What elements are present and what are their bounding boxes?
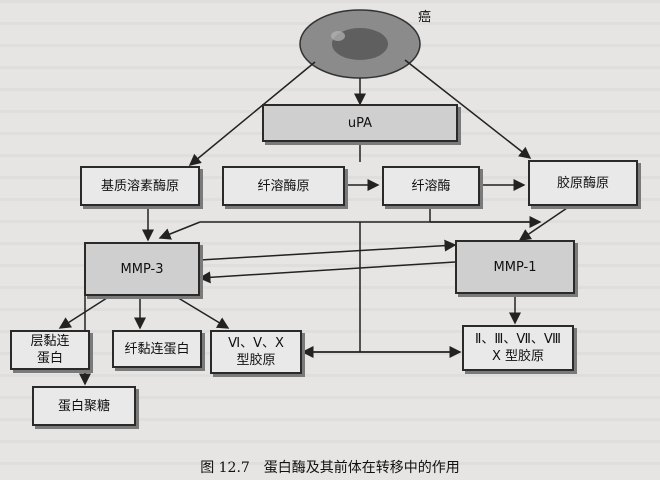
proteoglycan-box: 蛋白聚糖 (32, 386, 136, 426)
figure-caption: 图 12.7 蛋白酶及其前体在转移中的作用 (200, 460, 460, 476)
arrow-mmp3-to-mmp1 (199, 239, 457, 261)
arrow-cancer-to-procollagenase (404, 59, 532, 159)
arrow-plasmin-to-mmp3 (158, 221, 201, 240)
collagen-vi-v-x-label: Ⅵ、Ⅴ、Ⅹ 型胶原 (228, 336, 284, 368)
mmp3-label: MMP-3 (120, 261, 164, 277)
procollagenase-box: 胶原酶原 (528, 160, 638, 206)
matrix-lysin-pro-label: 基质溶素酶原 (100, 178, 179, 194)
procollagenase-label: 胶原酶原 (556, 175, 609, 191)
upa-label: uPA (347, 115, 373, 131)
mmp1-box: MMP-1 (455, 240, 575, 294)
proteoglycan-label: 蛋白聚糖 (57, 398, 110, 414)
laminin-label: 层黏连 蛋白 (30, 334, 70, 366)
laminin-box: 层黏连 蛋白 (10, 330, 90, 370)
upa-box: uPA (262, 104, 458, 142)
cancer-label: 癌 (418, 10, 432, 25)
collagen-ii-iii-vii-viii-x-label: Ⅱ、Ⅲ、Ⅶ、Ⅷ Ⅹ 型胶原 (474, 332, 562, 364)
mmp3-box: MMP-3 (84, 242, 200, 296)
arrow-cancer-to-matrix (188, 61, 316, 166)
plasminogen-label: 纤溶酶原 (257, 178, 310, 194)
collagen-vi-v-x-box: Ⅵ、Ⅴ、Ⅹ 型胶原 (210, 330, 302, 374)
fibronectin-box: 纤黏连蛋白 (112, 330, 202, 368)
collagen-ii-iii-vii-viii-x-box: Ⅱ、Ⅲ、Ⅶ、Ⅷ Ⅹ 型胶原 (462, 325, 574, 371)
plasmin-label: 纤溶酶 (411, 178, 451, 194)
mmp1-label: MMP-1 (493, 259, 537, 275)
plasmin-box: 纤溶酶 (382, 166, 480, 206)
arrow-mmp1-to-mmp3 (198, 261, 456, 284)
arrow-mmp3-to-collagen-vi (174, 295, 230, 329)
matrix-lysin-pro-box: 基质溶素酶原 (80, 166, 200, 206)
arrow-procollagenase-to-mmp1 (518, 205, 571, 241)
plasminogen-box: 纤溶酶原 (222, 166, 345, 206)
cancer-cell-icon (299, 9, 421, 79)
fibronectin-label: 纤黏连蛋白 (124, 341, 190, 357)
